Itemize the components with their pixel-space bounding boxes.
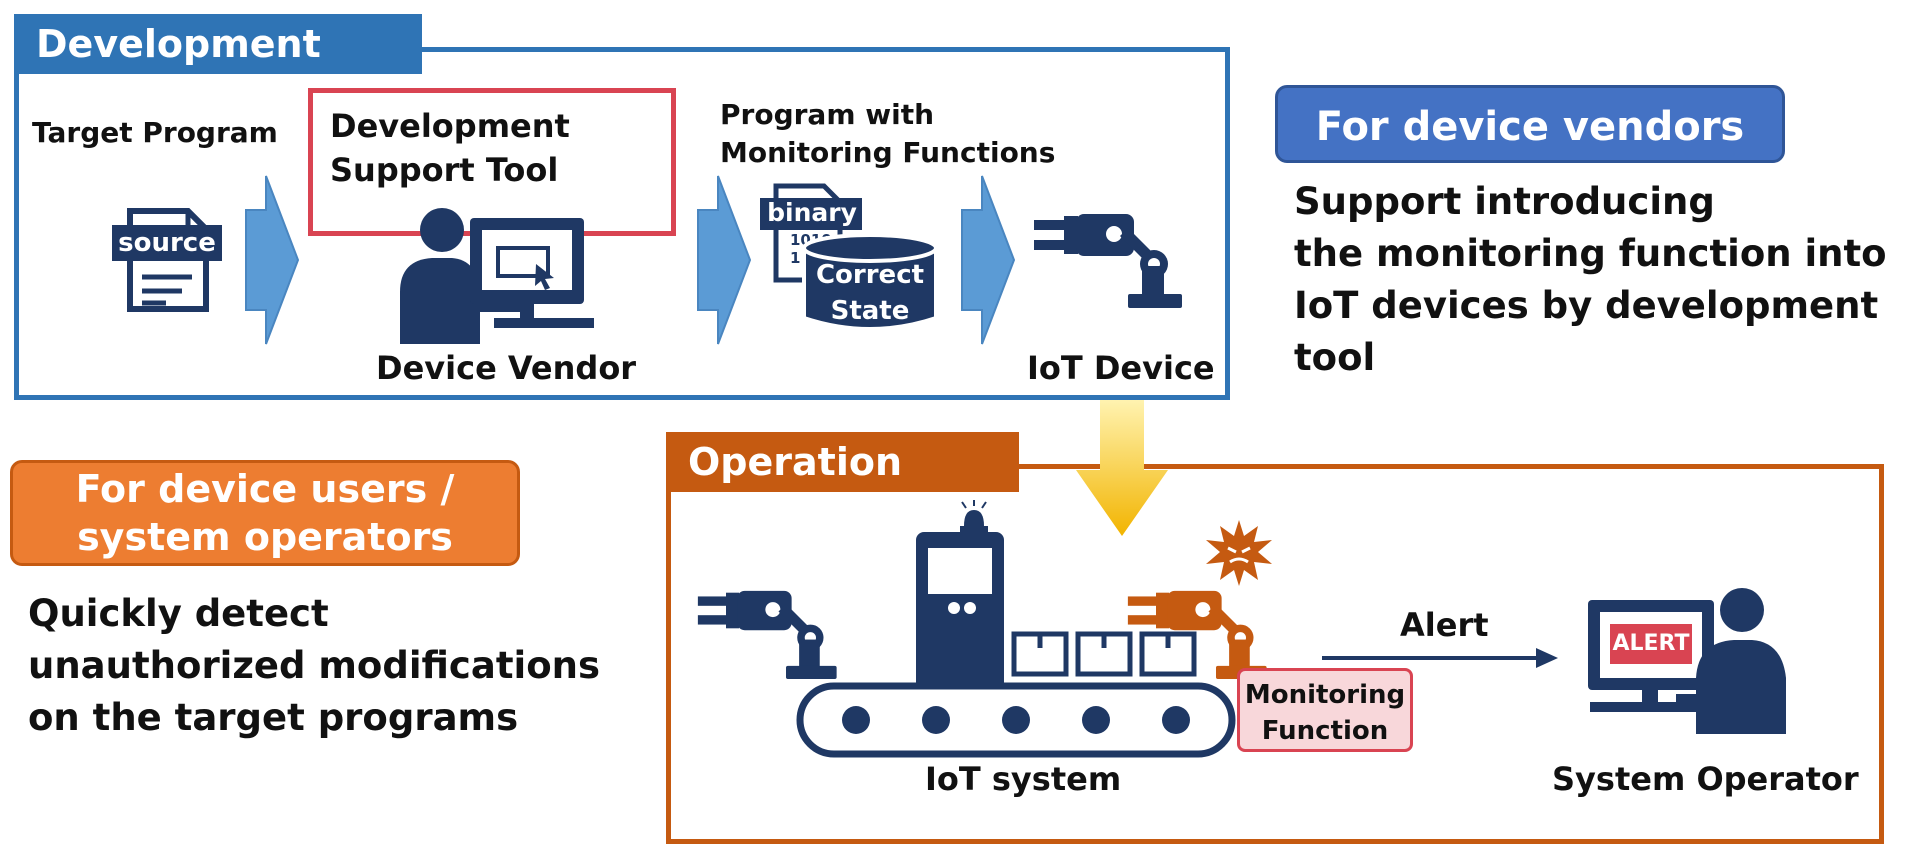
iot-device-label: IoT Device	[1027, 349, 1215, 387]
deploy-arrow-down-icon	[1076, 400, 1168, 536]
program-with-label-line1: Program with	[720, 98, 935, 131]
users-desc-line2: unauthorized modifications	[28, 644, 600, 687]
robot-arm-icon	[697, 590, 837, 679]
vendors-desc-line2: the monitoring function into	[1294, 232, 1887, 275]
for-device-vendors-title: For device vendors	[1275, 85, 1785, 163]
conveyor-belt-icon	[796, 682, 1236, 758]
tool-label-line1: Development	[330, 107, 570, 145]
alert-screen-text: ALERT	[1612, 631, 1690, 656]
product-boxes-icon	[1011, 631, 1197, 677]
iot-device-robot-arm-icon	[1034, 214, 1182, 308]
iot-system-label: IoT system	[925, 760, 1122, 798]
malware-virus-icon	[1206, 520, 1272, 586]
users-desc-line3: on the target programs	[28, 696, 519, 739]
users-desc-line1: Quickly detect	[28, 592, 329, 635]
monitoring-function-box: Monitoring Function	[1237, 668, 1413, 752]
device-vendor-label: Device Vendor	[376, 349, 637, 387]
vendors-desc-line1: Support introducing	[1294, 180, 1715, 223]
monitoring-line2: Function	[1261, 716, 1389, 746]
flow-arrow-right-icon	[245, 175, 300, 345]
binary-tag: binary	[767, 198, 857, 227]
compromised-robot-arm-icon	[1127, 590, 1267, 679]
tool-label-line2: Support Tool	[330, 151, 559, 189]
operation-phase-title: Operation Phase	[666, 432, 1019, 544]
target-program-label: Target Program	[32, 116, 278, 149]
source-tag: source	[118, 228, 216, 258]
flow-arrow-right-icon	[697, 175, 752, 345]
correct-state-line2: State List	[830, 296, 910, 360]
users-title-line1: For device users /	[75, 467, 455, 511]
users-title-line2: system operators	[77, 515, 453, 559]
control-tower-icon	[916, 500, 1004, 692]
monitoring-line1: Monitoring	[1244, 680, 1406, 710]
correct-state-list-database-icon	[802, 233, 938, 331]
system-operator-person-icon	[1588, 588, 1786, 734]
device-vendor-person-icon	[400, 208, 594, 344]
program-with-label-line2: Monitoring Functions	[720, 136, 1056, 169]
alert-arrow-icon	[1322, 648, 1558, 668]
development-phase-frame	[14, 47, 1230, 400]
alert-label: Alert	[1400, 606, 1489, 644]
for-device-users-title: For device users / system operators	[10, 460, 520, 566]
flow-arrow-right-icon	[961, 175, 1016, 345]
correct-state-line1: Correct	[815, 260, 925, 290]
vendors-desc-line3: IoT devices by development tool	[1294, 284, 1879, 379]
system-operator-label: System Operator	[1552, 760, 1859, 798]
development-phase-title: Development Phase	[14, 14, 422, 126]
source-document-icon	[112, 208, 222, 312]
